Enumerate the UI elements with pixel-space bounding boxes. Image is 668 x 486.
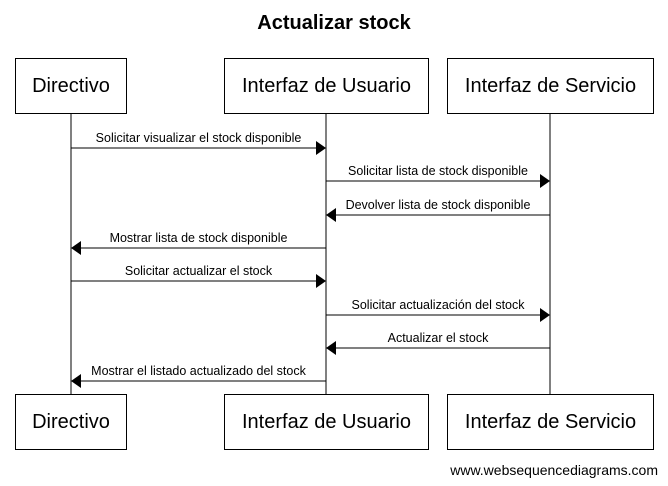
watermark: www.websequencediagrams.com xyxy=(450,462,658,478)
message-label: Solicitar actualizar el stock xyxy=(125,264,273,278)
message-arrowhead xyxy=(540,174,550,188)
diagram-title: Actualizar stock xyxy=(257,12,411,34)
message-label: Solicitar lista de stock disponible xyxy=(348,164,528,178)
participant-interfaz-usuario-top: Interfaz de Usuario xyxy=(224,58,429,114)
participant-interfaz-servicio-bottom: Interfaz de Servicio xyxy=(447,394,654,450)
participant-directivo-bottom: Directivo xyxy=(15,394,127,450)
message-label: Solicitar actualización del stock xyxy=(352,298,526,312)
message-label: Actualizar el stock xyxy=(388,331,489,345)
message-arrowhead xyxy=(326,208,336,222)
message-arrowhead xyxy=(71,374,81,388)
participant-directivo-top: Directivo xyxy=(15,58,127,114)
message-label: Solicitar visualizar el stock disponible xyxy=(96,131,302,145)
participant-interfaz-usuario-bottom: Interfaz de Usuario xyxy=(224,394,429,450)
message-label: Mostrar lista de stock disponible xyxy=(110,231,288,245)
message-arrowhead xyxy=(540,308,550,322)
message-arrowhead xyxy=(71,241,81,255)
message-label: Devolver lista de stock disponible xyxy=(346,198,531,212)
message-arrowhead xyxy=(316,274,326,288)
message-label: Mostrar el listado actualizado del stock xyxy=(91,364,306,378)
participant-interfaz-servicio-top: Interfaz de Servicio xyxy=(447,58,654,114)
message-arrowhead xyxy=(326,341,336,355)
message-arrowhead xyxy=(316,141,326,155)
